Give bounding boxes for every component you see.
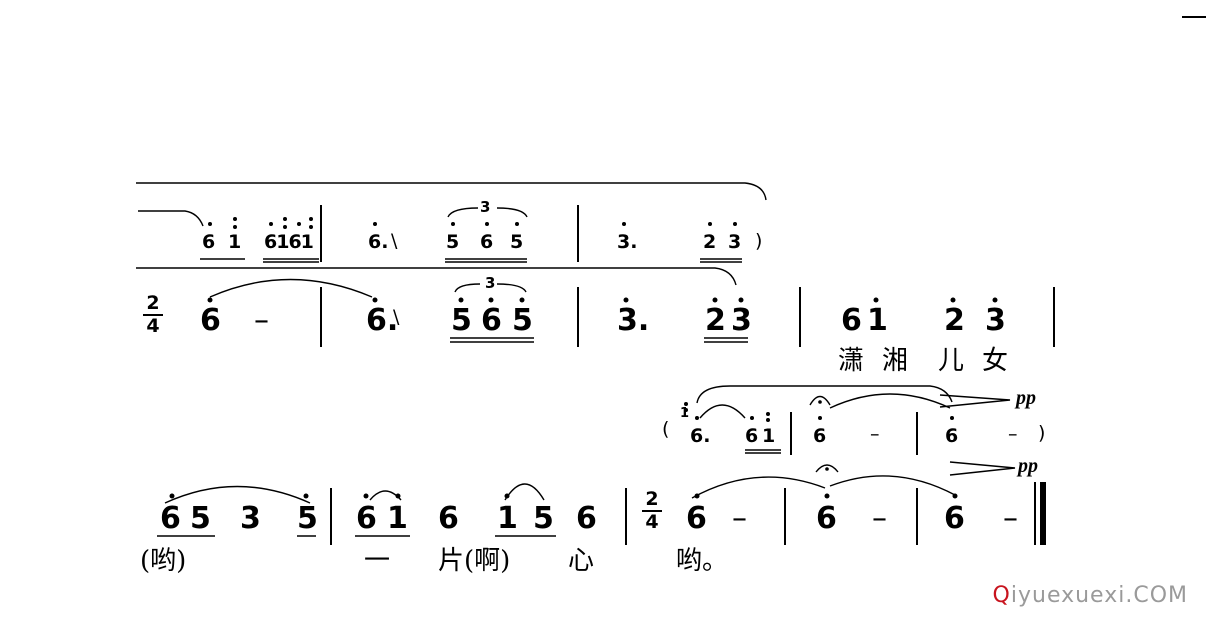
note: 6. [690,425,711,447]
dash: – [254,303,269,338]
note-group: 6161 [264,231,314,253]
dynamic-marking: pp [1016,387,1036,409]
watermark-logo: Q [992,583,1011,608]
dash: – [870,423,880,445]
note: 6 [745,425,759,447]
note: 6 [813,425,827,447]
dash: – [872,501,887,536]
note: 1 [228,231,242,253]
note: 1 [387,501,408,536]
glissando-mark: \ [391,230,398,252]
note: 6 [200,303,221,338]
note: 2 [944,303,965,338]
note: 1 [867,303,888,338]
note: 5 [446,231,460,253]
note: 6 [202,231,216,253]
note: 3 [731,303,752,338]
note: 6 [576,501,597,536]
note: 6. [366,303,399,338]
lyric: 片(啊) [438,546,511,576]
lyric: (哟) [140,546,187,576]
lyric: 哟。 [676,546,729,576]
lyric: 女 [982,346,1009,376]
note: 2 [703,231,717,253]
note: 5 [510,231,524,253]
note: 3. [617,303,650,338]
lyric: 潇 [838,346,865,376]
note: 1 [762,425,776,447]
paren-open: ( [662,418,670,440]
grace-note: 1 [680,406,690,421]
lyric: 心 [568,546,595,576]
note: 6 [945,425,959,447]
note: 3 [985,303,1006,338]
note: 6 [944,501,965,536]
paren-close: ) [755,230,763,252]
lyric: 湘 [882,346,909,376]
note: 5 [451,303,472,338]
dash: – [1003,501,1018,536]
time-signature: 2 4 [143,294,163,336]
lyric: 儿 [938,346,965,376]
note: 2 [705,303,726,338]
note: 5 [533,501,554,536]
note: 6 [480,231,494,253]
note: 6 [816,501,837,536]
note: 3 [728,231,742,253]
lyric: 一 [364,546,391,576]
note: 5 [512,303,533,338]
note: 6 [356,501,377,536]
glissando-mark: \ [393,306,400,328]
note: 1 [497,501,518,536]
dash: – [732,501,747,536]
note: 6 [160,501,181,536]
note: 5 [190,501,211,536]
note: 3 [240,501,261,536]
time-signature: 2 4 [642,490,662,532]
watermark: Qiyuexuexi.COM [993,583,1188,608]
note: 6. [368,231,389,253]
tuplet-number: 3 [485,274,496,292]
paren-close: ) [1038,422,1046,444]
note: 6 [841,303,862,338]
watermark-text: iyuexuexi.COM [1010,583,1188,608]
note: 5 [297,501,318,536]
note: 6 [438,501,459,536]
tuplet-number: 3 [480,198,491,216]
dynamic-marking: pp [1018,455,1038,477]
note: 3. [617,231,638,253]
note: 6 [481,303,502,338]
note: 6 [686,501,707,536]
dash: – [1008,423,1018,445]
